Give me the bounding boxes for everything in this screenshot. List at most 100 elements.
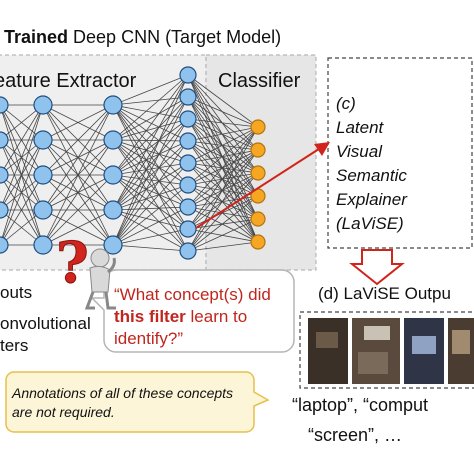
- network-node: [103, 200, 123, 220]
- question-part2: learn to identify?”: [114, 307, 248, 348]
- network-node: [33, 200, 53, 220]
- network-edge: [112, 139, 189, 186]
- network-edge: [187, 206, 259, 243]
- network-edge: [187, 74, 259, 151]
- network-edge: [112, 162, 189, 176]
- network-edge: [187, 96, 259, 174]
- network-edge: [112, 74, 189, 176]
- network-edge: [112, 104, 189, 186]
- latent-explainer-box: [327, 57, 473, 249]
- classifier-node: [250, 119, 266, 135]
- network-edge: [42, 104, 114, 211]
- network-edge: [0, 104, 44, 246]
- network-edge: [112, 139, 189, 208]
- network-edge: [112, 104, 189, 230]
- network-edge: [187, 118, 259, 197]
- latent-explainer-label: (c) Latent Visual Semantic Explainer (La…: [336, 92, 407, 236]
- network-nodes: [0, 66, 266, 260]
- network-edge: [112, 74, 189, 246]
- network-edge: [112, 206, 189, 211]
- network-edge: [187, 184, 259, 220]
- feature-extractor-label: eature Extractor: [0, 70, 137, 92]
- network-edge: [187, 241, 259, 252]
- classifier-node: [250, 165, 266, 181]
- network-edge: [112, 104, 189, 142]
- question-mark-icon: ?: [56, 230, 89, 296]
- question-bold: this filter: [114, 307, 186, 326]
- concept-words-line1: “laptop”, “comput: [292, 395, 429, 415]
- network-node: [0, 201, 9, 219]
- network-edge: [187, 140, 259, 197]
- network-edge: [187, 96, 259, 151]
- network-edge: [112, 140, 189, 246]
- network-edge: [187, 126, 259, 230]
- latent-line: Semantic: [336, 166, 407, 185]
- network-edge: [187, 118, 259, 174]
- network-node: [0, 131, 9, 149]
- classifier-node: [250, 234, 266, 250]
- network-edge: [112, 184, 189, 211]
- network-edge: [112, 104, 189, 120]
- network-node: [33, 235, 53, 255]
- output-image-thumbnails: [308, 318, 474, 384]
- network-edge: [112, 174, 189, 186]
- network-node: [179, 88, 197, 106]
- conv-filters-label-line2: ters: [0, 336, 29, 355]
- network-edge: [187, 126, 259, 252]
- network-edge: [112, 74, 189, 211]
- network-edge: [112, 209, 189, 230]
- network-edge: [187, 206, 259, 220]
- network-node: [103, 235, 123, 255]
- latent-line: Visual: [336, 142, 382, 161]
- network-node: [179, 132, 197, 150]
- network-edge: [187, 126, 259, 208]
- network-edge: [187, 162, 259, 243]
- network-edge: [187, 218, 259, 252]
- network-edge: [112, 118, 189, 176]
- network-edge: [112, 140, 189, 211]
- network-edge: [42, 104, 114, 176]
- network-edge: [112, 96, 189, 211]
- network-edge: [187, 184, 259, 197]
- network-edge: [112, 96, 189, 106]
- network-node: [33, 165, 53, 185]
- network-edge: [42, 104, 114, 246]
- inputs-label: outs: [0, 283, 33, 302]
- network-edge: [112, 118, 189, 211]
- network-node: [0, 236, 9, 254]
- latent-line: Latent: [336, 118, 384, 137]
- network-edge: [187, 172, 259, 252]
- network-edge: [112, 174, 189, 208]
- annotation-text: Annotations of all of these concepts are…: [12, 385, 234, 420]
- network-edge: [187, 162, 259, 174]
- latent-line: Explainer: [336, 190, 407, 209]
- network-edge: [187, 140, 259, 151]
- network-edge: [112, 74, 189, 106]
- network-node: [0, 166, 9, 184]
- latent-line: (LaViSE): [336, 214, 404, 233]
- network-edge: [187, 140, 259, 220]
- classifier-node: [250, 211, 266, 227]
- network-node: [0, 96, 9, 114]
- output-label: (d) LaViSE Outpu: [318, 284, 451, 303]
- red-arrowhead-icon: [314, 142, 330, 156]
- title-rest: Deep CNN (Target Model): [68, 27, 282, 47]
- network-node: [179, 242, 197, 260]
- network-edge: [187, 74, 259, 128]
- network-edge: [0, 104, 44, 176]
- network-node: [179, 110, 197, 128]
- network-node: [179, 220, 197, 238]
- network-edge: [187, 126, 259, 186]
- network-node: [179, 198, 197, 216]
- network-edge: [187, 184, 259, 243]
- network-edge: [112, 118, 189, 246]
- network-edge: [112, 139, 189, 230]
- network-edge: [112, 184, 189, 246]
- red-arrow-icon: [195, 146, 323, 229]
- network-edge: [112, 162, 189, 211]
- network-edge: [112, 104, 189, 164]
- thinking-person-icon: [84, 248, 116, 310]
- classifier-label: Classifier: [218, 70, 301, 92]
- network-edge: [187, 162, 259, 220]
- question-text: “What concept(s) did this filter learn t…: [114, 284, 284, 350]
